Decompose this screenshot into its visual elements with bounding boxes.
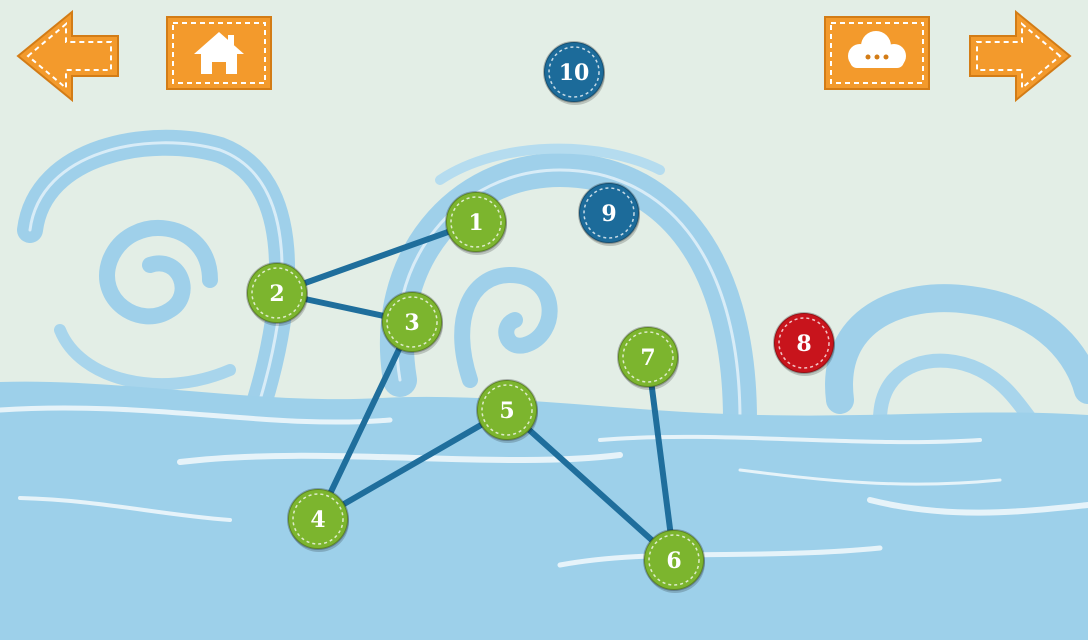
dot-circle	[617, 326, 679, 388]
dot-stitch	[481, 384, 533, 436]
dot-number: 5	[499, 398, 514, 424]
sea-foam	[0, 405, 1088, 568]
dot-circle	[543, 41, 605, 103]
connection-line	[315, 319, 415, 522]
dot-number: 2	[269, 281, 284, 307]
dot-number: 8	[796, 331, 811, 357]
dot-3[interactable]: 3	[381, 291, 443, 355]
connection-lines	[274, 219, 677, 563]
dot-number: 4	[310, 507, 325, 533]
dot-10[interactable]: 10	[543, 41, 605, 105]
dot-stitch	[622, 331, 674, 383]
dot-stitch	[251, 267, 303, 319]
dot-8[interactable]: 8	[773, 312, 835, 376]
sea	[0, 381, 1088, 640]
dots-layer: 1 2 3 4 5 6 7 8 9 10	[246, 41, 835, 593]
connection-line	[274, 219, 479, 296]
dot-circle	[476, 379, 538, 441]
arrow-left-icon	[16, 9, 119, 103]
dot-number: 10	[559, 60, 590, 86]
dot-circle	[287, 488, 349, 550]
dot-7[interactable]: 7	[617, 326, 679, 390]
dot-circle	[445, 191, 507, 253]
dot-stitch	[386, 296, 438, 348]
dot-number: 1	[468, 210, 483, 236]
dot-circle	[246, 262, 308, 324]
dot-number: 3	[404, 310, 419, 336]
dot-number: 7	[640, 345, 655, 371]
dot-number: 9	[601, 201, 616, 227]
connection-line	[315, 407, 510, 522]
connection-line	[504, 407, 677, 563]
dot-2[interactable]: 2	[246, 262, 308, 326]
dot-stitch	[292, 493, 344, 545]
cloud-chat-icon	[824, 16, 930, 90]
hint-button[interactable]	[824, 16, 930, 90]
dot-circle	[381, 291, 443, 353]
dot-4[interactable]: 4	[287, 488, 349, 552]
dot-stitch	[778, 317, 830, 369]
back-button[interactable]	[14, 8, 124, 104]
dot-circle	[773, 312, 835, 374]
next-button[interactable]	[964, 8, 1074, 104]
dot-number: 6	[666, 548, 681, 574]
dot-circle	[578, 182, 640, 244]
arrow-right-icon	[969, 9, 1072, 103]
dot-stitch	[648, 534, 700, 586]
dot-stitch	[450, 196, 502, 248]
connection-line	[645, 354, 677, 563]
dot-stitch	[548, 46, 600, 98]
dot-9[interactable]: 9	[578, 182, 640, 246]
dot-1[interactable]: 1	[445, 191, 507, 255]
dot-6[interactable]: 6	[643, 529, 705, 593]
dot-stitch	[583, 187, 635, 239]
dot-circle	[643, 529, 705, 591]
home-button[interactable]	[166, 16, 272, 90]
dot-5[interactable]: 5	[476, 379, 538, 443]
house-icon	[166, 16, 272, 90]
